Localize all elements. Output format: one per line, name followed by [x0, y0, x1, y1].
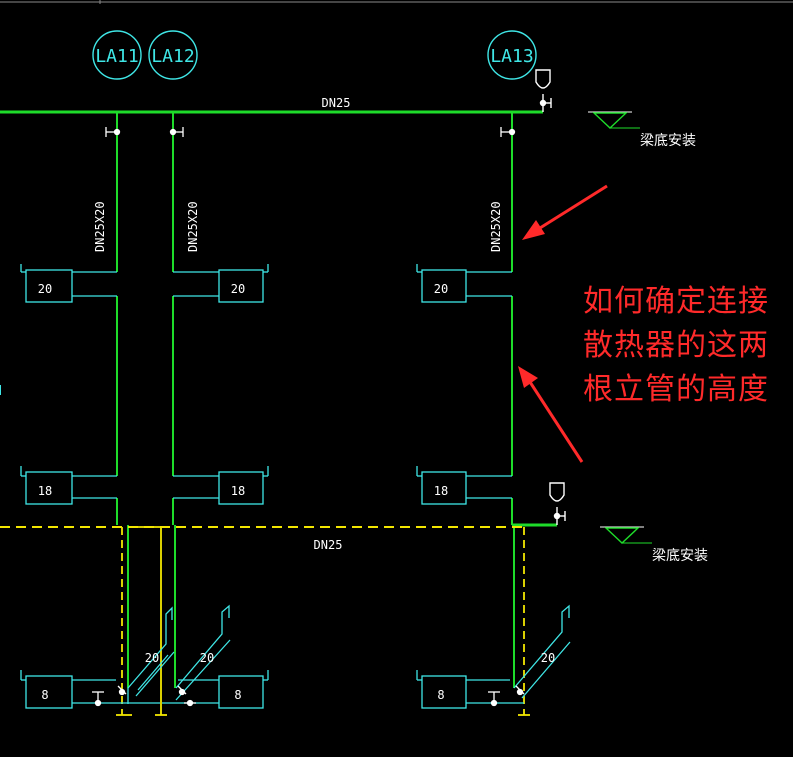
install-note-bottom: 梁底安装 [652, 548, 708, 564]
supply-main-label: DN25 [322, 96, 351, 110]
radiator-label-upper: 20 [231, 282, 245, 296]
question-line-1: 如何确定连接 [583, 284, 769, 319]
return-risers [116, 526, 530, 716]
radiator-label-upper: 20 [38, 282, 52, 296]
question-annotation: 如何确定连接 散热器的这两 根立管的高度 [583, 280, 788, 412]
beam-marker-icon [588, 111, 640, 129]
radiator-label-lower: 8 [41, 688, 48, 702]
radiator-label-middle: 18 [434, 484, 448, 498]
riser-label: DN25X20 [489, 201, 503, 252]
question-line-2: 散热器的这两 [583, 328, 769, 363]
valve-icon [92, 685, 525, 707]
column-tag-text: LA11 [95, 46, 138, 67]
question-line-3: 根立管的高度 [583, 372, 769, 407]
column-tag-la11: LA11 [92, 30, 142, 80]
riser-label: DN25X20 [186, 201, 200, 252]
radiator-label-upper: 20 [434, 282, 448, 296]
column-tag-la12: LA12 [148, 30, 198, 80]
column-tag-la13: LA13 [487, 30, 537, 80]
radiator-label-middle: 18 [231, 484, 245, 498]
column-tag-text: LA13 [490, 46, 533, 67]
column-tag-text: LA12 [151, 46, 194, 67]
supply-risers [116, 112, 557, 688]
radiators-middle [20, 466, 512, 505]
radiator-label-lower-side: 20 [541, 651, 555, 665]
install-note-top: 梁底安装 [640, 133, 696, 149]
radiator-label-middle: 18 [38, 484, 52, 498]
air-vent-icon [535, 69, 552, 112]
radiators-upper [20, 264, 512, 303]
radiators-lower-side [127, 604, 571, 704]
radiators-lower [20, 670, 524, 709]
annotation-arrow [522, 184, 608, 240]
riser-label: DN25X20 [93, 201, 107, 252]
radiator-label-lower: 8 [234, 688, 241, 702]
valve-icon [105, 127, 516, 137]
air-vent-icon [549, 482, 566, 525]
radiator-label-lower-side: 20 [200, 651, 214, 665]
radiator-label-lower-side: 20 [145, 651, 159, 665]
annotation-arrow [518, 366, 584, 463]
return-main-label: DN25 [314, 538, 343, 552]
radiator-label-lower: 8 [437, 688, 444, 702]
beam-marker-icon [600, 526, 652, 544]
